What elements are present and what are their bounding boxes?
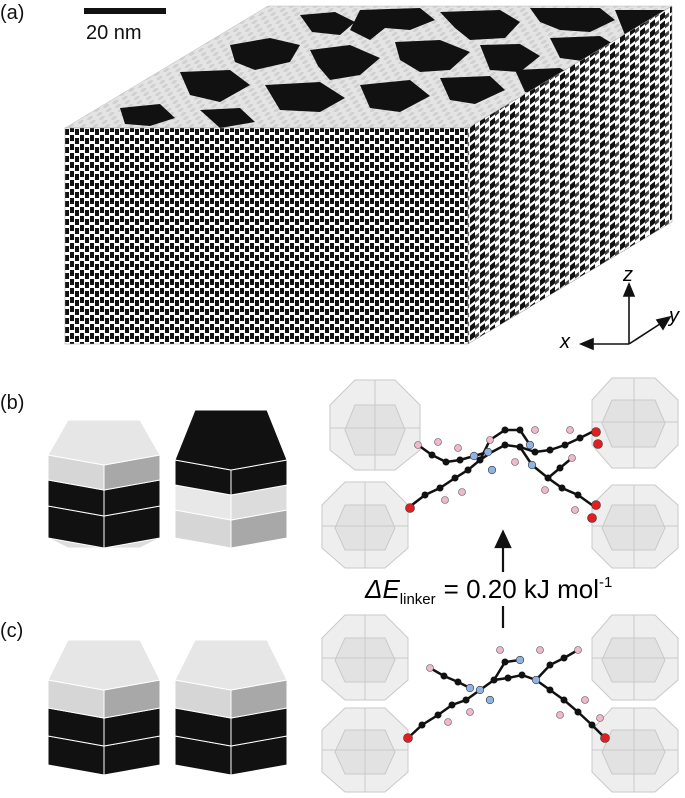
panel-label-b: (b)	[0, 392, 25, 414]
linker-molecule-b	[405, 426, 603, 523]
cage-c-bottom-right	[591, 707, 679, 793]
cage-c-top-right	[591, 614, 679, 701]
prism-stack-b-left	[47, 419, 161, 549]
linker-molecule-c	[403, 646, 610, 743]
energy-delta-e: ΔE	[364, 574, 400, 604]
layered-block	[64, 5, 673, 345]
prism-stack-b-right	[174, 409, 288, 549]
cage-b-top-left	[329, 379, 421, 471]
axes-triad	[578, 281, 672, 351]
energy-arrow	[494, 529, 512, 572]
block-front-face	[64, 127, 469, 345]
panel-label-c: (c)	[0, 620, 24, 642]
axis-label-z: z	[622, 264, 633, 286]
scale-bar-label: 20 nm	[86, 22, 142, 44]
cage-b-bottom-left	[321, 481, 409, 569]
cage-c-bottom-left	[321, 707, 409, 793]
energy-superscript: -1	[599, 574, 612, 591]
prism-stack-c-left	[47, 639, 161, 776]
axis-label-y: y	[667, 305, 680, 327]
block-side-face	[467, 5, 673, 345]
energy-value: = 0.20 kJ mol	[444, 574, 599, 604]
cage-clusters	[321, 377, 679, 793]
energy-subscript: linker	[400, 591, 436, 608]
panel-label-a: (a)	[0, 2, 25, 24]
cage-b-top-right	[591, 377, 679, 469]
prism-stack-c-right	[174, 639, 288, 776]
axis-label-x: x	[559, 331, 571, 353]
cage-b-bottom-right	[591, 484, 679, 569]
scale-bar	[84, 8, 166, 14]
cage-c-top-left	[321, 614, 409, 701]
energy-label: ΔElinker = 0.20 kJ mol-1	[364, 574, 612, 608]
